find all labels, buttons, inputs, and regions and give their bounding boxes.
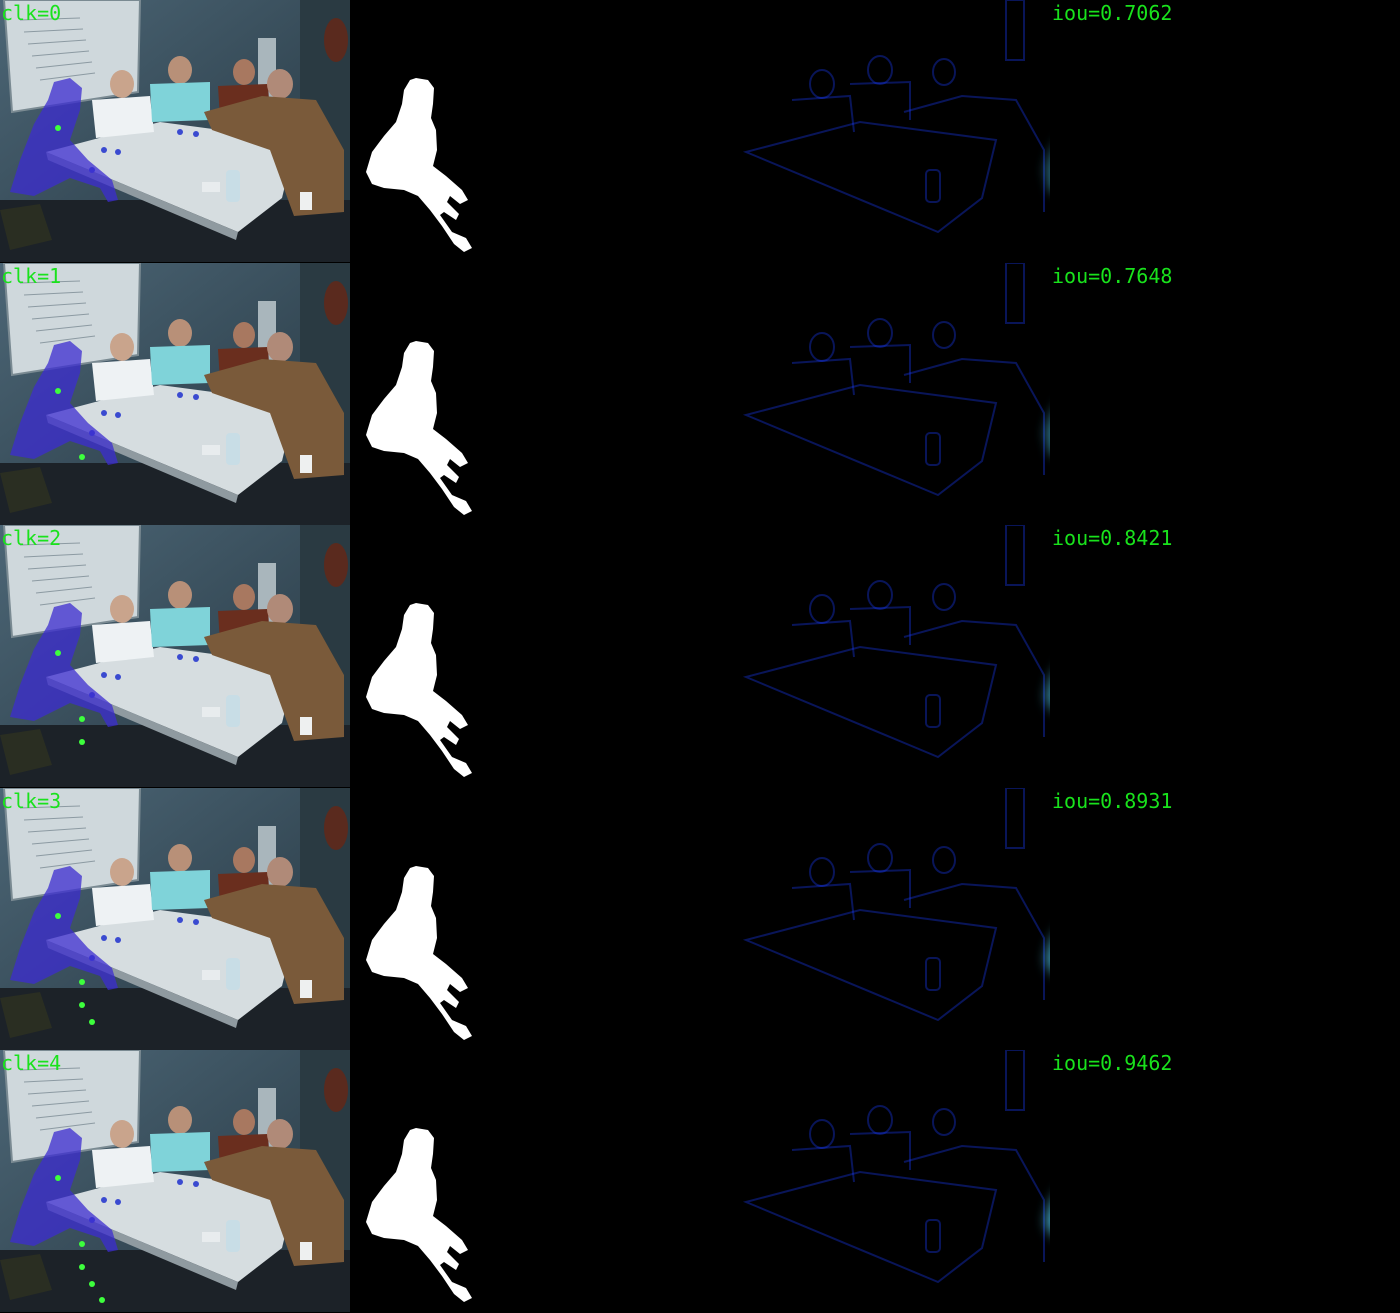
click-point	[55, 650, 61, 657]
click-point	[79, 1241, 85, 1248]
error-map	[1050, 788, 1400, 1050]
prediction-heatmap	[742, 262, 1050, 496]
ground-truth-mask	[366, 1128, 472, 1303]
click-count-label: clk=2	[1, 526, 62, 551]
prediction-heatmap-panel	[700, 787, 1050, 1050]
result-row: clk=3 iou=0.8931	[0, 787, 1400, 1050]
error-map-panel: iou=0.9462	[1050, 1050, 1400, 1313]
iou-score-label: iou=0.9462	[1052, 1051, 1173, 1076]
meeting-photo	[0, 787, 350, 1050]
iou-score-label: iou=0.7062	[1052, 1, 1173, 25]
click-count-label: clk=1	[1, 263, 62, 288]
prediction-heatmap	[742, 525, 1050, 759]
error-map	[1050, 1050, 1400, 1312]
iou-score-label: iou=0.7648	[1052, 263, 1173, 288]
ground-truth-mask	[366, 865, 472, 1040]
iou-score-label: iou=0.8421	[1052, 526, 1173, 551]
ground-truth-mask-panel	[350, 525, 700, 788]
click-point	[79, 453, 85, 460]
click-point	[99, 1297, 105, 1304]
error-map	[1050, 525, 1400, 787]
error-map-panel: iou=0.8931	[1050, 787, 1400, 1050]
result-row: clk=4 iou=0.9462	[0, 1050, 1400, 1313]
ground-truth-mask-panel	[350, 0, 700, 262]
error-map	[1050, 0, 1400, 262]
input-photo-panel: clk=3	[0, 787, 350, 1050]
prediction-heatmap	[742, 787, 1050, 1021]
iou-score-label: iou=0.8931	[1052, 788, 1173, 813]
prediction-heatmap-panel	[700, 262, 1050, 525]
error-map	[1050, 263, 1400, 525]
click-point	[55, 912, 61, 919]
prediction-heatmap-panel	[700, 1050, 1050, 1313]
result-row: clk=0 iou=0.7062	[0, 0, 1400, 262]
click-point	[79, 1264, 85, 1271]
ground-truth-mask	[366, 603, 472, 778]
click-count-label: clk=4	[1, 1051, 62, 1076]
meeting-photo	[0, 0, 350, 262]
click-point	[79, 1001, 85, 1008]
meeting-photo	[0, 1050, 350, 1313]
ground-truth-mask	[366, 340, 472, 515]
ground-truth-mask-panel	[350, 787, 700, 1050]
input-photo-panel: clk=1	[0, 262, 350, 525]
meeting-photo	[0, 262, 350, 525]
error-map-panel: iou=0.7062	[1050, 0, 1400, 262]
error-map-panel: iou=0.7648	[1050, 262, 1400, 525]
click-point	[89, 1281, 95, 1288]
input-photo-panel: clk=2	[0, 525, 350, 788]
prediction-heatmap	[742, 1050, 1050, 1284]
ground-truth-mask-panel	[350, 1050, 700, 1313]
prediction-heatmap-panel	[700, 0, 1050, 262]
click-point	[79, 716, 85, 723]
click-count-label: clk=3	[1, 788, 62, 813]
prediction-heatmap-panel	[700, 525, 1050, 788]
click-count-label: clk=0	[1, 1, 62, 25]
click-point	[55, 387, 61, 394]
ground-truth-mask	[366, 78, 472, 252]
ground-truth-mask-panel	[350, 262, 700, 525]
click-point	[55, 125, 61, 131]
result-row: clk=2 iou=0.8421	[0, 525, 1400, 788]
prediction-heatmap	[742, 0, 1050, 234]
error-map-panel: iou=0.8421	[1050, 525, 1400, 788]
click-point	[55, 1175, 61, 1182]
input-photo-panel: clk=4	[0, 1050, 350, 1313]
click-point	[79, 739, 85, 746]
result-row: clk=1 iou=0.7648	[0, 262, 1400, 525]
click-point	[89, 1018, 95, 1025]
input-photo-panel: clk=0	[0, 0, 350, 262]
click-point	[79, 978, 85, 985]
meeting-photo	[0, 525, 350, 788]
